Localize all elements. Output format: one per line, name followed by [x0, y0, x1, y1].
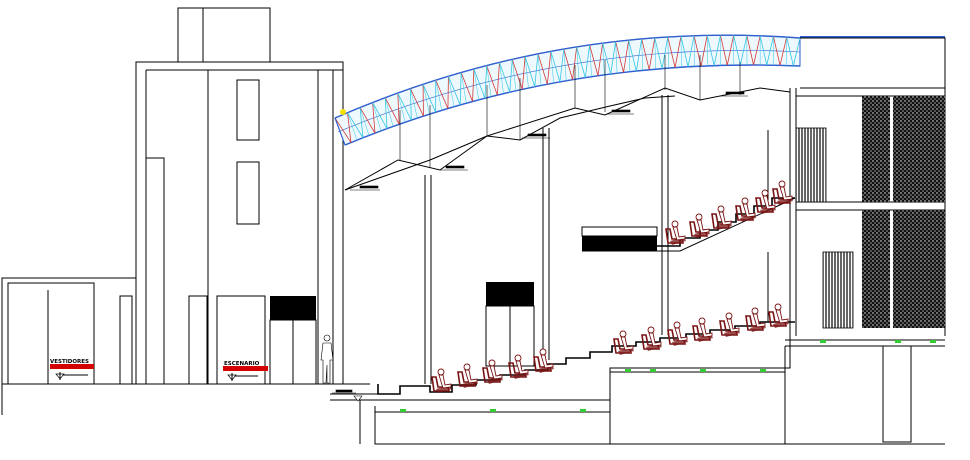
truss-vertical	[589, 44, 592, 77]
theater-seat-icon	[667, 321, 688, 346]
truss-vertical	[372, 102, 382, 131]
truss-diagonal	[772, 36, 788, 66]
theater-seat-icon	[457, 363, 478, 388]
theater-seat-icon	[719, 312, 740, 337]
truss-diagonal	[448, 72, 462, 106]
truss-vertical	[473, 68, 479, 100]
stage-tower	[135, 7, 344, 385]
truss-vertical	[537, 53, 542, 86]
theater-seat-icon	[431, 368, 452, 393]
truss-diagonal	[746, 35, 761, 66]
truss-diagonal	[422, 80, 437, 113]
truss-diagonal	[759, 35, 774, 66]
truss-vertical	[384, 97, 394, 127]
truss-vertical	[628, 40, 631, 72]
truss-vertical	[576, 46, 580, 79]
truss-diagonal	[641, 37, 656, 70]
truss-vertical	[602, 43, 605, 75]
truss-diagonal	[524, 53, 539, 87]
truss-diagonal	[602, 41, 616, 75]
theater-seat-icon	[482, 359, 503, 384]
truss-diagonal	[372, 97, 388, 129]
truss-vertical	[347, 112, 358, 141]
level-marker-icon	[227, 373, 258, 381]
truss-diagonal	[628, 38, 643, 72]
theater-seat-icon	[692, 317, 713, 342]
level-marker-icon	[55, 372, 88, 380]
truss-bearing	[340, 109, 346, 115]
truss-vertical	[512, 59, 517, 91]
truss-vertical	[615, 41, 618, 74]
orchestra-steps	[330, 321, 945, 445]
truss-vertical	[563, 48, 567, 81]
truss-diagonal	[786, 36, 801, 66]
escenario-label: ESCENARIO	[223, 361, 268, 381]
truss-diagonal	[550, 48, 565, 82]
theater-seat-icon	[745, 307, 766, 332]
truss-vertical	[550, 51, 554, 84]
theater-seat-icon	[772, 180, 793, 205]
roof-truss	[334, 34, 946, 146]
truss-diagonal	[499, 59, 513, 93]
truss-vertical	[435, 80, 443, 111]
truss-diagonal	[334, 112, 352, 143]
balcony	[581, 197, 796, 252]
truss-vertical	[486, 65, 492, 97]
theater-seat-icon	[768, 303, 789, 328]
truss-diagonal	[460, 68, 475, 102]
truss-vertical	[410, 88, 418, 119]
theater-seat-icon	[689, 213, 710, 238]
theater-seat-icon	[665, 220, 686, 245]
truss-diagonal	[563, 46, 578, 80]
lobby-block	[767, 88, 946, 336]
truss-vertical	[448, 76, 455, 107]
truss-diagonal	[667, 36, 682, 68]
truss-diagonal	[576, 44, 591, 78]
truss-diagonal	[589, 43, 604, 76]
truss-diagonal	[473, 65, 488, 99]
truss-diagonal	[410, 84, 424, 117]
truss-diagonal	[706, 35, 721, 66]
truss-diagonal	[384, 92, 400, 125]
truss-diagonal	[486, 62, 500, 96]
truss-vertical	[680, 36, 682, 68]
truss-vertical	[460, 72, 467, 104]
truss-diagonal	[347, 107, 364, 138]
escenario-label-text: ESCENARIO	[224, 361, 260, 367]
truss-vertical	[667, 36, 669, 69]
acoustic-ceiling	[344, 55, 791, 191]
truss-diagonal	[654, 36, 669, 69]
truss-vertical	[524, 56, 529, 89]
columns	[424, 95, 669, 384]
level-markers	[332, 340, 936, 412]
truss-vertical	[422, 84, 430, 115]
theater-seat-icon	[613, 330, 634, 355]
theater-seat-icon	[508, 354, 529, 379]
theater-seat-icon	[641, 326, 662, 351]
vestidores-label: VESTIDORES	[50, 359, 94, 380]
truss-diagonal	[359, 102, 376, 134]
truss-diagonal	[720, 35, 735, 66]
theater-seat-icon	[533, 348, 554, 373]
truss-diagonal	[733, 35, 748, 66]
theater-seat-icon	[711, 205, 732, 230]
truss-vertical	[641, 38, 644, 71]
truss-vertical	[359, 107, 370, 136]
standing-person-icon	[320, 334, 334, 384]
truss-vertical	[654, 37, 656, 70]
truss-vertical	[397, 92, 406, 123]
vestidores-label-text: VESTIDORES	[50, 359, 89, 365]
truss-diagonal	[693, 35, 708, 67]
truss-diagonal	[511, 56, 526, 90]
seating	[431, 180, 793, 393]
theater-seat-icon	[755, 189, 776, 214]
truss-vertical	[499, 62, 504, 94]
truss-diagonal	[615, 40, 630, 73]
truss-diagonal	[680, 35, 695, 67]
truss-diagonal	[435, 76, 449, 109]
theater-seat-icon	[735, 197, 756, 222]
truss-diagonal	[397, 88, 412, 121]
truss-diagonal	[537, 51, 552, 85]
